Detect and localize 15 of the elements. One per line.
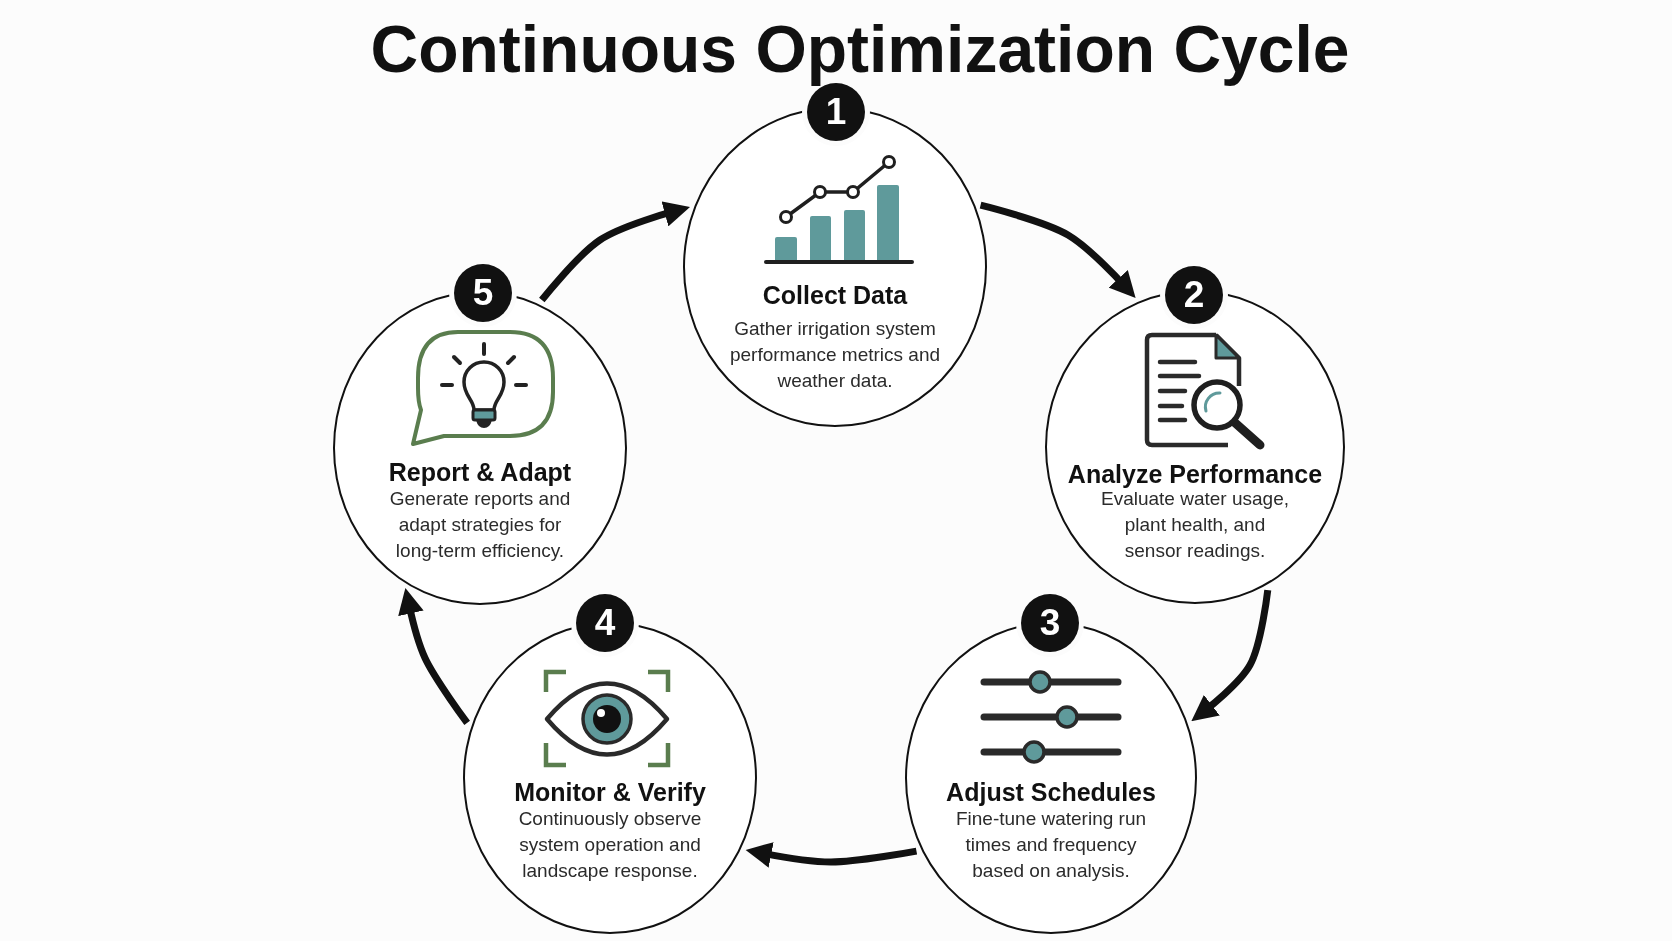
step-description: Generate reports and adapt strategies for long-term efficiency. [388,487,572,563]
step-title: Collect Data [762,280,908,310]
step-description: Continuously observe system operation and landscape response. [517,807,703,883]
cycle-arrow [745,842,918,868]
step-title: Adjust Schedules [946,777,1156,807]
step-title: Report & Adapt [388,457,572,487]
step-description: Fine-tune watering run times and frequency based on analysis. [954,807,1148,883]
step-description: Evaluate water usage, plant health, and sensor readings. [1100,488,1290,563]
cycle-arrow [539,201,690,303]
cycle-arrow [398,587,470,725]
cycle-arrow [1191,589,1272,722]
step-description: Gather irrigation system performance metrics and weather data. [728,317,942,393]
cycle-arrow [979,201,1136,299]
step-title: Analyze Performance [1067,459,1323,489]
step-title: Monitor & Verify [514,777,706,807]
